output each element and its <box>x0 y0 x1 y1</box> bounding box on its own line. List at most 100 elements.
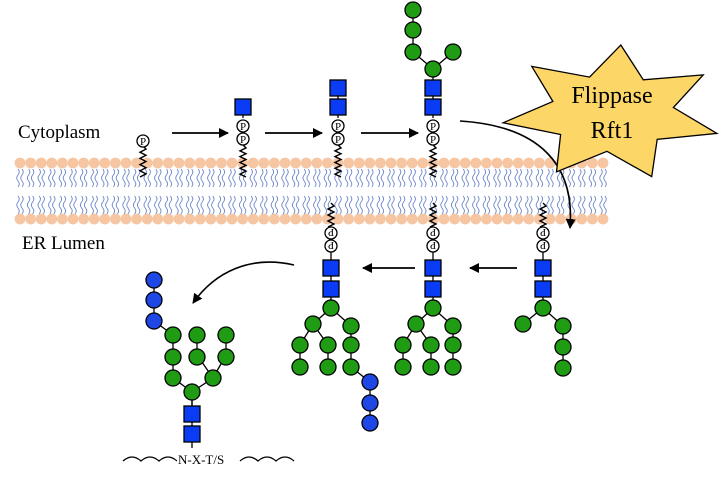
lipid-tail-bottom <box>327 195 332 215</box>
lipid-tail-bottom <box>461 195 465 215</box>
lipid-head-top <box>322 157 333 169</box>
er-lumen-label: ER Lumen <box>22 233 105 254</box>
lipid-tail-bottom <box>429 195 434 215</box>
phosphate-glyph: P <box>540 226 546 238</box>
lipid-tail-bottom <box>30 195 35 215</box>
lipid-head-top <box>523 157 535 169</box>
mannose-circle-icon <box>444 317 462 335</box>
lipid-tail-top <box>122 168 126 188</box>
lipid-tail-top <box>83 168 88 188</box>
lipid-head-bottom <box>88 213 100 225</box>
phosphate-icon <box>331 119 345 133</box>
flippase-star <box>500 43 719 178</box>
lipid-head-bottom <box>78 213 89 225</box>
lipid-tail-top <box>323 168 328 188</box>
lipid-tail-bottom <box>397 195 402 215</box>
phosphate-icon <box>324 226 338 240</box>
lipid-tail-top <box>529 168 533 188</box>
lipid-tail-top <box>94 168 98 188</box>
cytoplasm-label: Cytoplasm <box>18 122 101 143</box>
mannose-circle-icon <box>217 348 235 366</box>
lipid-tail-bottom <box>211 195 215 215</box>
lipid-tail-bottom <box>168 195 173 215</box>
glucose-circle-icon <box>145 271 163 289</box>
lipid-tail-bottom <box>285 195 289 215</box>
lipid-tail-top <box>397 168 402 188</box>
lipid-tail-top <box>493 168 497 188</box>
glcnac-square-icon <box>329 79 347 97</box>
lipid-tail-bottom <box>366 195 370 215</box>
lipid-head-bottom <box>247 213 259 225</box>
lipid-tail-bottom <box>158 195 162 215</box>
pathway-arrows <box>172 120 576 304</box>
glucose-circle-icon <box>361 414 379 432</box>
lipid-tail-bottom <box>334 195 338 215</box>
lipid-head-top <box>597 157 609 169</box>
lipid-tail-bottom <box>423 195 427 215</box>
mannose-circle-icon <box>444 336 462 354</box>
lipid-tail-bottom <box>122 195 126 215</box>
lipid-head-bottom <box>269 213 280 225</box>
mannose-circle-icon <box>304 315 322 333</box>
lipid-tail-top <box>291 168 296 188</box>
lipid-tail-bottom <box>550 195 554 215</box>
lipid-tail-bottom <box>401 195 406 215</box>
lipid-head-top <box>173 157 185 169</box>
lipid-head-bottom <box>131 213 143 225</box>
lipid-head-bottom <box>300 213 312 225</box>
lipid-head-top <box>46 157 58 169</box>
lipid-tail-bottom <box>20 195 24 215</box>
lipid-head-top <box>110 157 121 169</box>
lipid-tail-bottom <box>313 195 317 215</box>
lipid-tail-top <box>592 168 597 188</box>
phosphate-glyph: P <box>430 226 436 238</box>
lipid-tail-top <box>228 168 232 188</box>
protein-backbone-left <box>122 456 178 462</box>
mannose-circle-icon <box>394 336 412 354</box>
phosphate-icon <box>426 226 440 240</box>
lipid-tail-top <box>317 168 321 188</box>
mannose-circle-icon <box>319 358 337 376</box>
lipid-tail-bottom <box>58 195 63 215</box>
dolichol-anchor <box>138 145 148 178</box>
lipid-tail-bottom <box>380 195 385 215</box>
lipid-head-bottom <box>396 213 407 225</box>
mannose-circle-icon <box>342 336 360 354</box>
lipid-tail-bottom <box>295 195 300 215</box>
mannose-circle-icon <box>404 1 422 19</box>
lipid-head-bottom <box>110 213 121 225</box>
mannose-circle-icon <box>164 326 182 344</box>
lipid-tail-bottom <box>599 195 603 215</box>
lipid-tail-top <box>514 168 518 188</box>
lipid-tail-bottom <box>465 195 469 215</box>
glcnac-square-icon <box>424 259 442 277</box>
lipid-head-bottom <box>163 213 174 225</box>
lipid-tail-bottom <box>503 195 508 215</box>
lipid-head-top <box>438 157 450 169</box>
glcnac-square-icon <box>322 259 340 277</box>
lipid-tail-bottom <box>592 195 597 215</box>
lipid-tail-top <box>313 168 317 188</box>
lipid-tail-top <box>582 168 586 188</box>
lipid-tail-bottom <box>507 195 512 215</box>
phosphate-icon <box>236 132 250 146</box>
lipid-tail-top <box>603 168 607 188</box>
lipid-head-top <box>35 157 47 169</box>
lipid-tail-bottom <box>249 195 253 215</box>
lipid-head-bottom <box>353 213 365 225</box>
lipid-tail-bottom <box>556 195 561 215</box>
lipid-tail-bottom <box>535 195 540 215</box>
mannose-circle-icon <box>204 369 222 387</box>
lipid-tail-top <box>126 168 130 188</box>
lipid-tail-top <box>264 168 268 188</box>
glucose-circle-icon <box>361 373 379 391</box>
lipid-head-top <box>152 157 164 169</box>
lipid-tail-bottom <box>37 195 41 215</box>
lipid-tail-top <box>270 168 275 188</box>
lipid-tail-bottom <box>560 195 565 215</box>
lipid-head-bottom <box>184 213 196 225</box>
lipid-head-top <box>290 157 301 169</box>
lipid-head-top <box>417 157 429 169</box>
lipid-tail-top <box>238 168 243 188</box>
lipid-tail-bottom <box>228 195 232 215</box>
